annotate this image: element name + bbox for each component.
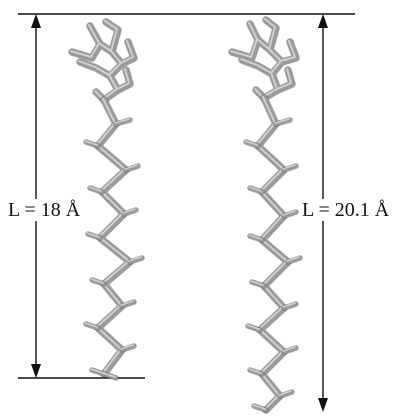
right-molecule-chain xyxy=(228,16,303,414)
left-headgroup xyxy=(68,18,138,104)
left-molecule-chain xyxy=(68,18,145,381)
left-dimension-arrow xyxy=(31,14,41,378)
right-side-bonds xyxy=(244,118,300,410)
right-headgroup xyxy=(228,16,300,102)
left-side-bonds xyxy=(84,118,142,378)
right-length-label: L = 20.1 Å xyxy=(301,199,391,221)
left-length-label: L = 18 Å xyxy=(7,199,82,221)
